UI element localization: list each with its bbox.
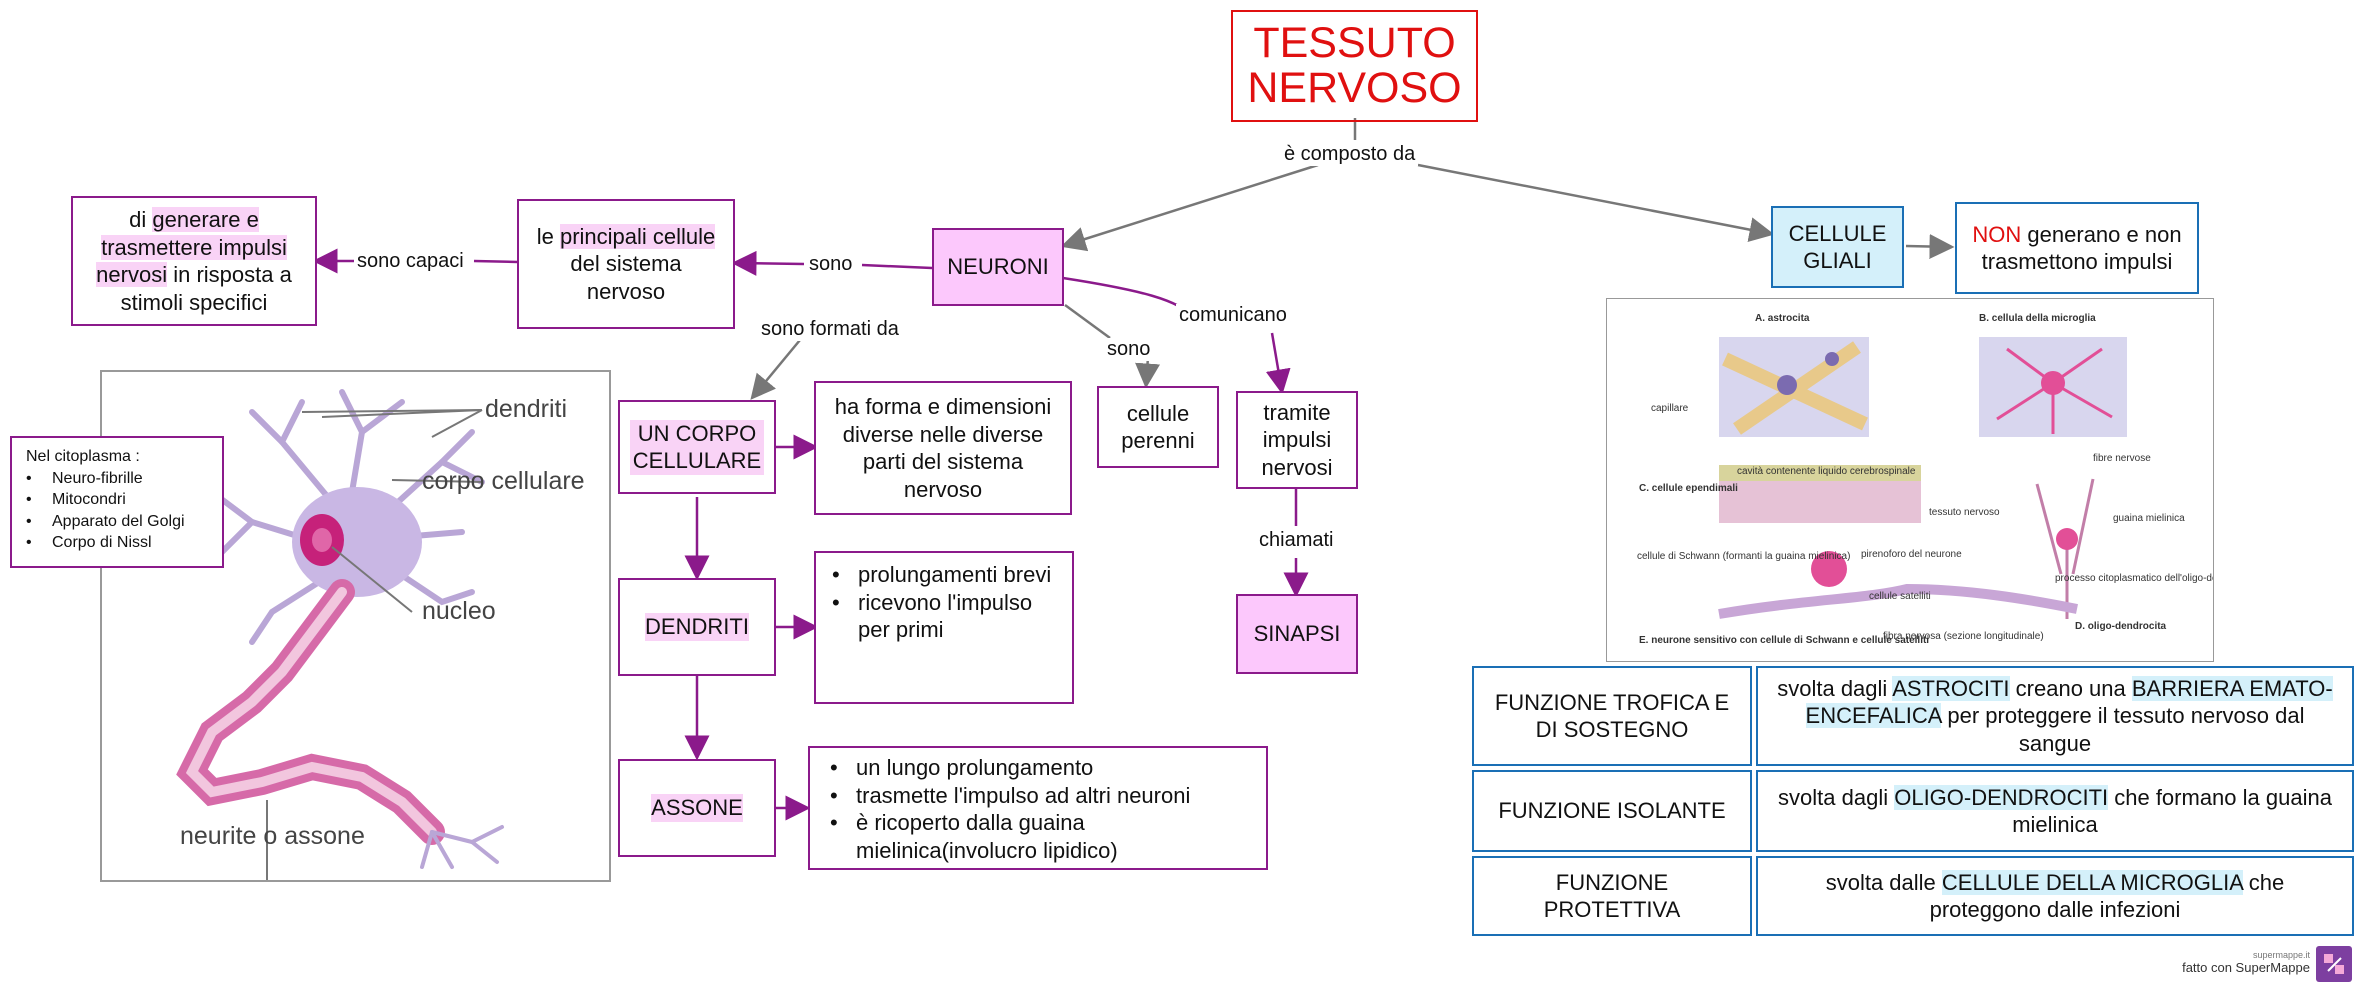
node-cell-body: UN CORPO CELLULARE (618, 400, 776, 494)
function-desc-insulating: svolta dagli OLIGO-DENDROCITI che forman… (1756, 770, 2354, 852)
impulses-text: tramite impulsi nervosi (1261, 399, 1333, 480)
label-dendrites: dendriti (485, 395, 567, 423)
cytoplasm-item: Corpo di Nissl (22, 532, 212, 554)
node-perennial-cells: cellule perenni (1097, 386, 1219, 468)
glia-label-b: B. cellula della microglia (1979, 313, 2096, 324)
axon-item: è ricoperto dalla guaina mielinica(invol… (826, 809, 1250, 864)
glia-label-schwann: cellule di Schwann (formanti la guaina m… (1637, 551, 1850, 562)
glia-label-fiber: fibra nervosa (sezione longitudinale) (1883, 631, 2044, 642)
link-label-called: chiamati (1256, 529, 1337, 552)
synapses-label: SINAPSI (1253, 621, 1341, 647)
footer-site: supermappe.it (2252, 950, 2310, 960)
link-label-composed: è composto da (1281, 143, 1419, 166)
glia-label-a: A. astrocita (1755, 313, 1810, 324)
no-impulses-highlight: NON (1972, 221, 2022, 247)
function-name-insulating: FUNZIONE ISOLANTE (1472, 770, 1752, 852)
cytoplasm-box: Nel citoplasma : Neuro-fibrille Mitocond… (10, 436, 224, 568)
dendrites-label: DENDRITI (645, 613, 749, 641)
link-label-are: sono (806, 253, 856, 276)
glia-label-d: D. oligo-dendrocita (2075, 621, 2167, 632)
logo-glyph-icon (2324, 954, 2344, 974)
title-line2: NERVOSO (1247, 64, 1462, 112)
function-name-protective: FUNZIONE PROTETTIVA (1472, 856, 1752, 936)
glia-label-cavity: cavità contenente liquido cerebrospinale (1737, 466, 1916, 477)
function-desc-pre: svolta dalle (1825, 869, 1942, 895)
function-desc-highlight: OLIGO-DENDROCITI (1894, 784, 2109, 810)
node-neuroni: NEURONI (932, 228, 1064, 306)
glia-label-tissue: tessuto nervoso (1929, 507, 2000, 518)
glial-cells-label: CELLULE GLIALI (1788, 220, 1887, 274)
glia-label-fibers: fibre nervose (2093, 453, 2151, 464)
glia-figure: A. astrocita B. cellula della microglia … (1606, 298, 2254, 662)
glia-label-satellite: cellule satelliti (1869, 591, 1931, 602)
glia-label-e: E. neurone sensitivo con cellule di Schw… (1639, 635, 1929, 646)
principal-cells-highlight: principali cellule (559, 223, 716, 249)
node-glial-cells: CELLULE GLIALI (1771, 206, 1904, 288)
link-label-capable: sono capaci (354, 250, 467, 273)
title-line1: TESSUTO (1253, 18, 1456, 67)
capability-post: in risposta a stimoli specifici (120, 262, 292, 315)
function-desc-protective: svolta dalle CELLULE DELLA MICROGLIA che… (1756, 856, 2354, 936)
function-desc-trophic: svolta dagli ASTROCITI creano una BARRIE… (1756, 666, 2354, 766)
title-box: TESSUTO NERVOSO (1231, 10, 1478, 122)
function-name-text: FUNZIONE ISOLANTE (1498, 798, 1726, 824)
node-axon: ASSONE (618, 759, 776, 857)
shape-text: ha forma e dimensioni diverse nelle dive… (834, 394, 1052, 502)
neuron-illustration: dendriti corpo cellulare nucleo neurite … (100, 370, 611, 975)
node-impulses: tramite impulsi nervosi (1236, 391, 1358, 489)
label-nucleus: nucleo (422, 597, 496, 625)
node-shape: ha forma e dimensioni diverse nelle dive… (814, 381, 1072, 515)
function-desc-mid: creano una (2009, 675, 2132, 701)
axon-item: trasmette l'impulso ad altri neuroni (826, 782, 1250, 810)
label-neurite: neurite o assone (180, 822, 365, 850)
function-desc-highlight: ASTROCITI (1892, 675, 2010, 701)
label-cell-body: corpo cellulare (422, 467, 585, 495)
glia-drawing: A. astrocita B. cellula della microglia … (1637, 313, 2254, 646)
function-name-text: FUNZIONE TROFICA E DI SOSTEGNO (1494, 689, 1730, 743)
dendrites-item: ricevono l'impulso per primi (828, 589, 1060, 644)
supermappe-logo-icon[interactable] (2316, 946, 2352, 982)
cytoplasm-item: Mitocondri (22, 489, 212, 511)
footer-made: fatto con SuperMappe (2182, 960, 2310, 975)
glia-label-pirenoforo: pirenoforo del neurone (1861, 549, 1962, 560)
cytoplasm-item: Neuro-fibrille (22, 468, 212, 490)
glia-label-process: processo citoplasmatico dell'oligo-dendr… (2055, 573, 2213, 584)
axon-list: un lungo prolungamento trasmette l'impul… (808, 746, 1268, 870)
capability-pre: di (129, 207, 153, 232)
axon-item: un lungo prolungamento (826, 754, 1250, 782)
footer: supermappe.it fatto con SuperMappe (2160, 950, 2310, 975)
perennial-cells-text: cellule perenni (1121, 400, 1195, 454)
cytoplasm-item: Apparato del Golgi (22, 511, 212, 533)
axon-label: ASSONE (651, 794, 743, 822)
dendrites-list: prolungamenti brevi ricevono l'impulso p… (814, 551, 1074, 704)
principal-cells-pre: le (536, 223, 560, 249)
link-label-formed-by: sono formati da (758, 318, 902, 341)
link-label-are2: sono (1104, 338, 1154, 361)
node-principal-cells: le principali cellule del sistema nervos… (517, 199, 735, 329)
function-name-trophic: FUNZIONE TROFICA E DI SOSTEGNO (1472, 666, 1752, 766)
no-impulses-text: generano e non trasmettono impulsi (1981, 221, 2182, 275)
function-desc-highlight: CELLULE DELLA MICROGLIA (1941, 869, 2243, 895)
node-neuroni-label: NEURONI (947, 254, 1049, 280)
node-no-impulses: NON generano e non trasmettono impulsi (1955, 202, 2199, 294)
function-name-text: FUNZIONE PROTETTIVA (1543, 869, 1681, 923)
cytoplasm-heading: Nel citoplasma : (26, 448, 140, 465)
function-desc-pre: svolta dagli (1778, 784, 1895, 810)
function-desc-pre: svolta dagli (1777, 675, 1893, 701)
function-desc-mid: che proteggono dalle infezioni (1929, 869, 2285, 923)
node-capability: di generare e trasmettere impulsi nervos… (71, 196, 317, 326)
function-desc-mid: che formano la guaina mielinica (2012, 784, 2332, 838)
glia-label-c: C. cellule ependimali (1639, 483, 1738, 494)
link-label-communicate: comunicano (1176, 304, 1290, 327)
cell-body-label: UN CORPO CELLULARE (630, 419, 764, 475)
node-synapses: SINAPSI (1236, 594, 1358, 674)
dendrites-item: prolungamenti brevi (828, 561, 1060, 589)
glia-label-sheath: guaina mielinica (2113, 513, 2185, 524)
node-dendrites: DENDRITI (618, 578, 776, 676)
principal-cells-post: del sistema nervoso (570, 251, 682, 304)
function-desc-post: per proteggere il tessuto nervoso dal sa… (1941, 703, 2305, 756)
glia-label-capillary: capillare (1651, 403, 1689, 414)
